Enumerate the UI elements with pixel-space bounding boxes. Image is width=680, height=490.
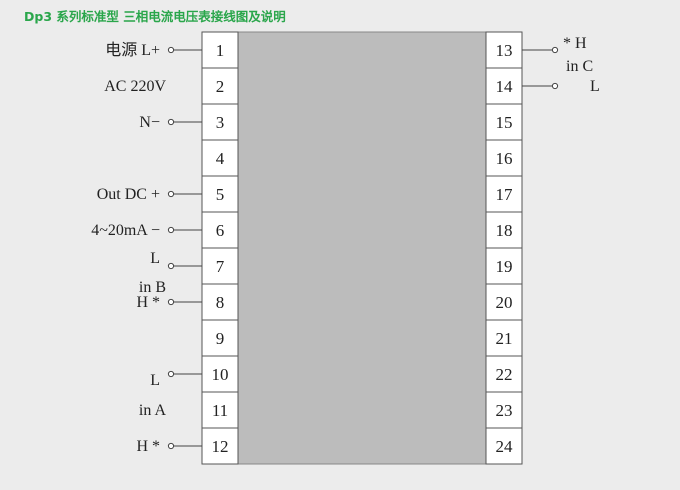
terminal-label: L: [150, 250, 160, 267]
terminal-left-box: [201, 283, 239, 321]
terminal-right-number: 14: [496, 77, 514, 96]
connection-point: [551, 46, 559, 54]
terminal-right-box: [485, 391, 523, 429]
terminal-left-number: 2: [216, 77, 225, 96]
module-body: [237, 31, 487, 465]
terminal-right-box: [485, 139, 523, 177]
terminal-right-number: 16: [496, 149, 513, 168]
terminal-label: H *: [136, 438, 160, 455]
terminal-right-box: [485, 103, 523, 141]
terminal-label: H *: [136, 294, 160, 311]
terminal-left-number: 4: [216, 149, 225, 168]
terminal-label: N−: [139, 114, 160, 131]
terminal-right-box: [485, 427, 523, 465]
connection-point: [167, 442, 175, 450]
terminal-right-box: [485, 283, 523, 321]
terminal-label: 电源 L+: [105, 41, 160, 59]
terminal-left-number: 11: [212, 401, 228, 420]
terminal-left-box: [201, 247, 239, 285]
terminal-label: 4~20mA −: [91, 222, 160, 239]
terminal-label: * H: [563, 35, 587, 52]
terminal-left-number: 7: [216, 257, 225, 276]
terminal-left-box: [201, 139, 239, 177]
terminal-left-number: 8: [216, 293, 225, 312]
terminal-right-box: [485, 31, 523, 69]
terminal-left-box: [201, 427, 239, 465]
terminal-left-number: 6: [216, 221, 225, 240]
terminal-right-number: 20: [496, 293, 513, 312]
terminal-left-number: 5: [216, 185, 225, 204]
terminal-right-number: 24: [496, 437, 514, 456]
connection-point: [167, 298, 175, 306]
terminal-right-number: 21: [496, 329, 513, 348]
terminal-right-number: 22: [496, 365, 513, 384]
connection-point: [167, 190, 175, 198]
connection-point: [167, 226, 175, 234]
terminal-left-box: [201, 319, 239, 357]
terminal-right-number: 23: [496, 401, 513, 420]
connection-point: [167, 262, 175, 270]
terminal-left-box: [201, 391, 239, 429]
terminal-left-box: [201, 211, 239, 249]
terminal-label: L: [590, 78, 600, 95]
connection-point: [167, 46, 175, 54]
terminal-label: Out DC +: [97, 186, 160, 203]
terminal-right-number: 18: [496, 221, 513, 240]
terminal-right-number: 17: [496, 185, 514, 204]
terminal-right-box: [485, 211, 523, 249]
terminal-right-box: [485, 355, 523, 393]
terminal-label: L: [150, 372, 160, 389]
terminal-left-number: 12: [212, 437, 229, 456]
terminal-right-number: 13: [496, 41, 513, 60]
terminal-label: in A: [139, 402, 167, 419]
terminal-left-number: 3: [216, 113, 225, 132]
terminal-left-box: [201, 103, 239, 141]
connection-point: [167, 370, 175, 378]
connection-point: [167, 118, 175, 126]
terminal-left-box: [201, 67, 239, 105]
terminal-right-box: [485, 319, 523, 357]
terminal-right-number: 19: [496, 257, 513, 276]
terminal-label: in B: [139, 279, 166, 296]
terminal-left-number: 9: [216, 329, 225, 348]
terminal-right-number: 15: [496, 113, 513, 132]
connection-point: [551, 82, 559, 90]
terminal-left-number: 10: [212, 365, 229, 384]
terminal-label: in C: [566, 58, 593, 75]
terminal-right-box: [485, 247, 523, 285]
terminal-left-number: 1: [216, 41, 225, 60]
terminal-left-box: [201, 31, 239, 69]
terminal-label: AC 220V: [104, 78, 166, 95]
diagram-title: Dp3 系列标准型 三相电流电压表接线图及说明: [24, 9, 286, 24]
